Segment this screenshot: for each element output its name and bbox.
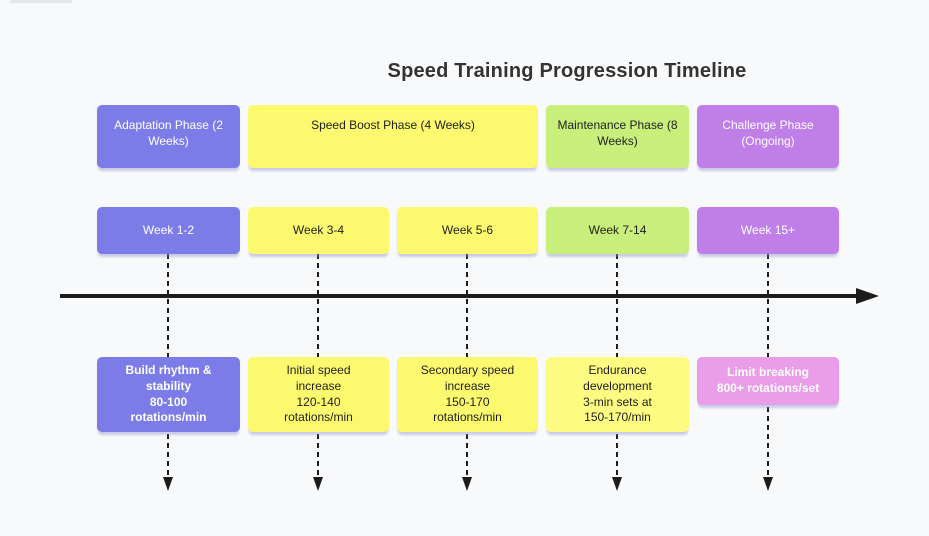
week-box-3-4: Week 3-4 — [248, 207, 389, 254]
phase-box-maintenance: Maintenance Phase (8 Weeks) — [546, 105, 689, 168]
event-box-initial-speed: Initial speed increase 120-140 rotations… — [248, 357, 389, 432]
week-box-5-6: Week 5-6 — [397, 207, 538, 254]
right-arrowhead-icon — [856, 288, 879, 304]
event-box-secondary-speed: Secondary speed increase 150-170 rotatio… — [397, 357, 538, 432]
down-arrowhead-icon-5 — [763, 477, 773, 491]
window-edge-artifact — [10, 0, 72, 3]
event-box-endurance: Endurance development 3-min sets at 150-… — [546, 357, 689, 432]
week-box-15-plus: Week 15+ — [697, 207, 839, 254]
down-arrowhead-icon-2 — [313, 477, 323, 491]
event-box-limit-breaking: Limit breaking 800+ rotations/set — [697, 357, 839, 405]
down-arrowhead-icon-3 — [462, 477, 472, 491]
down-arrowhead-icon-4 — [612, 477, 622, 491]
phase-box-challenge: Challenge Phase (Ongoing) — [697, 105, 839, 168]
timeline-axis — [60, 294, 858, 298]
diagram-title: Speed Training Progression Timeline — [387, 60, 747, 82]
week-box-1-2: Week 1-2 — [97, 207, 240, 254]
week-box-7-14: Week 7-14 — [546, 207, 689, 254]
down-arrowhead-icon-1 — [163, 477, 173, 491]
phase-box-adaptation: Adaptation Phase (2 Weeks) — [97, 105, 240, 168]
phase-box-speed-boost: Speed Boost Phase (4 Weeks) — [248, 105, 538, 168]
event-box-build-rhythm: Build rhythm & stability 80-100 rotation… — [97, 357, 240, 432]
